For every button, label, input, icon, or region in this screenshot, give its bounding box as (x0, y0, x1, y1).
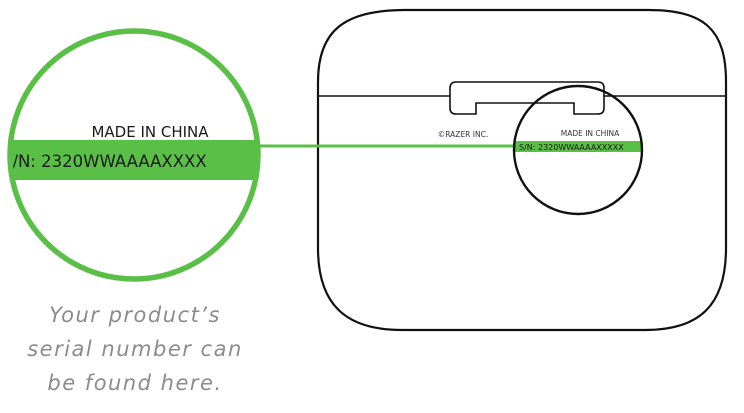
zoom-made-in-text: MADE IN CHINA (91, 123, 209, 141)
caption-line-1: Your product’s (49, 303, 221, 327)
charging-case-outline (316, 8, 728, 332)
zoom-serial-text: S/N: 2320WWAAAAXXXX (2, 152, 207, 171)
case-brand-text: ©RAZER INC. (438, 130, 488, 139)
case-made-in-text: MADE IN CHINA (561, 129, 620, 138)
serial-location-caption: Your product’s serial number can be foun… (10, 298, 260, 400)
zoom-circle (7, 28, 261, 282)
caption-line-2: serial number can (27, 337, 243, 361)
zoom-serial-highlight (10, 140, 258, 180)
zoom-label-area: MADE IN CHINA S/N: 2320WWAAAAXXXX (2, 123, 258, 180)
hinge-cutout (449, 81, 605, 115)
case-serial-text: S/N: 2320WWAAAAXXXXX (519, 143, 624, 152)
case-serial-highlight (514, 141, 642, 152)
case-label-area: MADE IN CHINA S/N: 2320WWAAAAXXXXX (514, 129, 642, 152)
case-label-circle (512, 84, 644, 216)
caption-line-3: be found here. (47, 371, 223, 395)
